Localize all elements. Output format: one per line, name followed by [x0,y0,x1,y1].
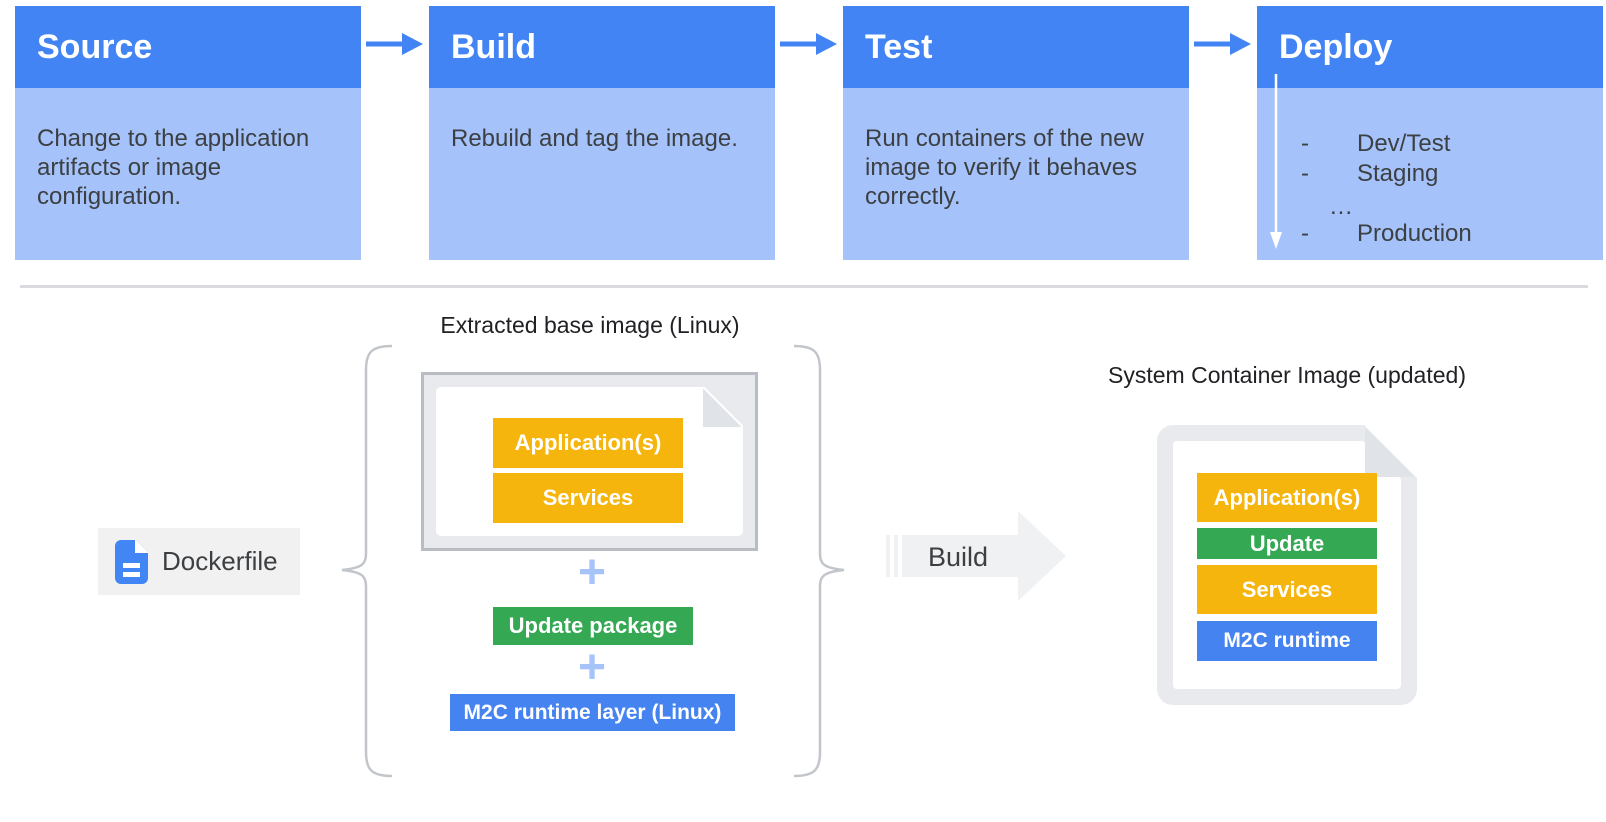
stage-test: Test Run containers of the new image to … [843,6,1189,260]
deploy-target-staging: - Staging [1257,159,1603,189]
dockerfile-label: Dockerfile [162,546,278,576]
stage-source-description: Change to the application artifacts or i… [15,88,361,260]
section-divider [20,285,1588,288]
stage-deploy-title: Deploy [1257,6,1603,88]
result-layer-applications: Application(s) [1197,473,1377,522]
stage-deploy: Deploy - Dev/Test - Staging ... - Produc… [1257,6,1603,260]
base-layer-applications: Application(s) [493,418,683,468]
arrow-test-to-deploy-icon [1194,33,1251,55]
result-layer-services: Services [1197,565,1377,614]
m2c-runtime-layer-bar: M2C runtime layer (Linux) [450,694,735,731]
update-package-bar: Update package [493,607,693,645]
arrow-build-to-test-icon [780,33,837,55]
stage-source: Source Change to the application artifac… [15,6,361,260]
deploy-target-label: ... [1330,193,1354,220]
build-arrow-label: Build [927,542,989,572]
deploy-progression-arrow-icon [1270,74,1282,249]
document-fold-corner [1365,425,1417,477]
stage-source-title: Source [15,6,361,88]
system-container-image-label: System Container Image (updated) [1108,362,1466,388]
plus-icon: + [577,546,607,599]
deploy-target-label: Dev/Test [1357,130,1451,157]
stage-test-title: Test [843,6,1189,88]
arrow-source-to-build-icon [366,33,423,55]
stage-test-description: Run containers of the new image to verif… [843,88,1189,260]
document-fold-corner [703,387,743,427]
result-layer-update: Update [1197,528,1377,559]
dockerfile-chip: Dockerfile [98,528,300,595]
dockerfile-file-icon [115,539,149,584]
deploy-target-dev-test: - Dev/Test [1257,129,1603,159]
stage-deploy-body [1257,88,1603,260]
deploy-target-label: Staging [1357,160,1439,187]
extracted-base-image-label: Extracted base image (Linux) [440,312,740,338]
plus-icon: + [577,641,607,694]
deploy-target-label: Production [1357,220,1472,247]
build-arrow-icon [886,511,1066,601]
stage-build-title: Build [429,6,775,88]
right-brace [793,344,845,778]
deploy-bullet: - [1301,220,1309,247]
deploy-bullet: - [1301,160,1309,187]
deploy-bullet: - [1301,130,1309,157]
stage-build-description: Rebuild and tag the image. [429,88,775,260]
stage-build: Build Rebuild and tag the image. [429,6,775,260]
left-brace [341,344,393,778]
result-layer-m2c-runtime: M2C runtime [1197,621,1377,661]
base-layer-services: Services [493,473,683,523]
system-container-image-document: Application(s) Update Services M2C runti… [1157,425,1417,705]
deploy-target-ellipsis: ... [1257,192,1603,222]
deploy-target-production: - Production [1257,219,1603,249]
